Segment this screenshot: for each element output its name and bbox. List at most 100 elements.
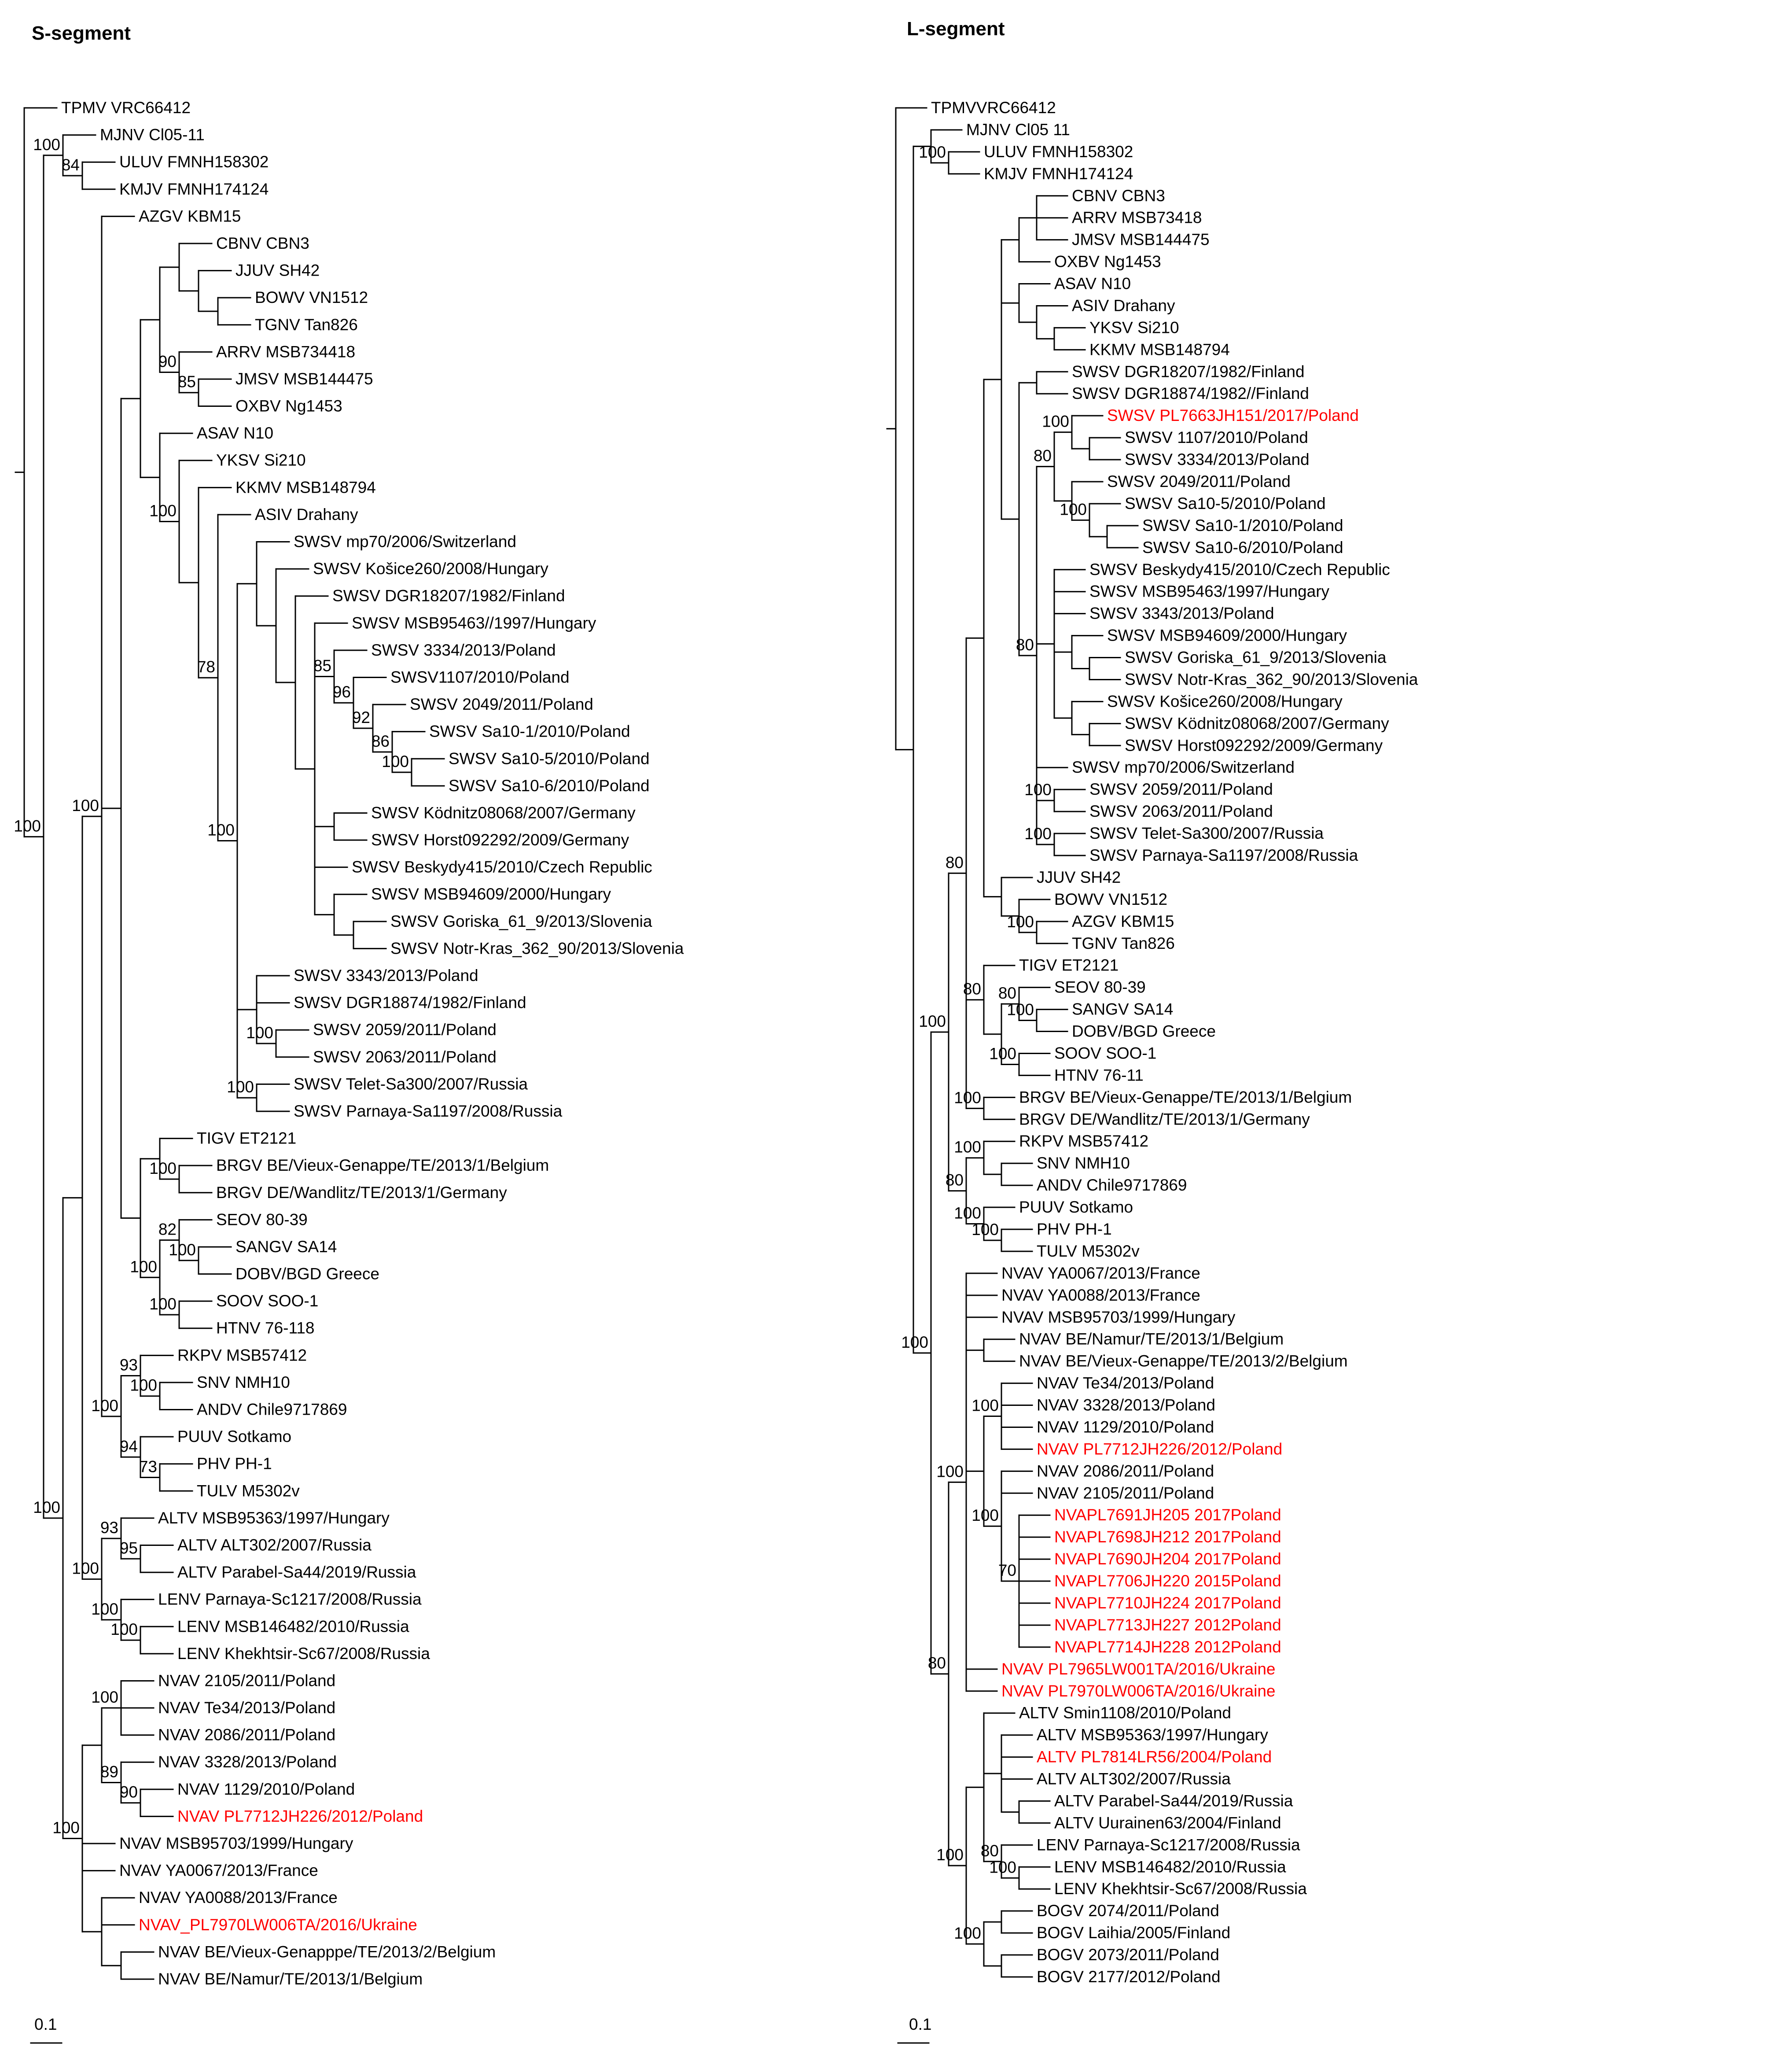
bootstrap-value: 80	[946, 853, 964, 871]
bootstrap-value: 80	[1034, 447, 1052, 465]
taxon-label: NVAV 1129/2010/Poland	[1037, 1418, 1214, 1436]
taxon-label: NVAV YA0088/2013/France	[139, 1888, 338, 1906]
taxon-label: BOGV 2177/2012/Poland	[1037, 1968, 1221, 1986]
bootstrap-value: 80	[946, 1171, 964, 1189]
taxon-label: ULUV FMNH158302	[984, 143, 1133, 161]
bootstrap-value: 90	[120, 1783, 138, 1801]
taxon-label: SWSV Goriska_61_9/2013/Slovenia	[1125, 649, 1387, 667]
bootstrap-value: 70	[998, 1561, 1016, 1579]
taxon-label: SWSV mp70/2006/Switzerland	[1072, 758, 1295, 776]
taxon-label: NVAV PL7970LW006TA/2016/Ukraine	[1001, 1682, 1276, 1700]
taxon-label: ALTV Smin1108/2010/Poland	[1019, 1704, 1231, 1722]
taxon-label: SWSV Parnaya-Sa1197/2008/Russia	[1089, 846, 1358, 864]
taxon-label: NVAV BE/Namur/TE/2013/1/Belgium	[1019, 1330, 1284, 1348]
taxon-label: CBNV CBN3	[1072, 187, 1165, 205]
bootstrap-value: 78	[197, 658, 215, 676]
taxon-label: ANDV Chile9717869	[197, 1401, 347, 1419]
taxon-label: SWSV DGR18874/1982//Finland	[1072, 384, 1309, 402]
taxon-label: PHV PH-1	[197, 1455, 272, 1473]
taxon-label: ANDV Chile9717869	[1037, 1176, 1187, 1194]
bootstrap-value: 100	[971, 1221, 999, 1239]
taxon-label: TPMVVRC66412	[931, 99, 1056, 117]
taxon-label: NVAV 2105/2011/Poland	[1037, 1484, 1214, 1502]
taxon-label: NVAV PL7712JH226/2012/Poland	[1037, 1440, 1282, 1458]
taxon-label: TULV M5302v	[1037, 1242, 1140, 1260]
taxon-label: SWSV Sa10-5/2010/Poland	[1125, 494, 1326, 513]
taxon-label: SWSV Notr-Kras_362_90/2013/Slovenia	[390, 939, 684, 957]
bootstrap-value: 100	[110, 1620, 138, 1638]
bootstrap-value: 80	[928, 1654, 946, 1672]
bootstrap-value: 100	[936, 1462, 964, 1480]
taxon-label: SWSV MSB95463//1997/Hungary	[352, 614, 596, 632]
taxon-label: NVAPL7691JH205 2017Poland	[1054, 1506, 1281, 1524]
taxon-label: ALTV Parabel-Sa44/2019/Russia	[177, 1563, 416, 1581]
taxon-label: NVAV 1129/2010/Poland	[177, 1780, 355, 1798]
bootstrap-value: 100	[382, 752, 409, 771]
bootstrap-value: 100	[91, 1397, 118, 1415]
bootstrap-value: 85	[178, 373, 196, 391]
taxon-label: SWSV Telet-Sa300/2007/Russia	[1089, 824, 1324, 842]
bootstrap-value: 100	[130, 1257, 157, 1276]
bootstrap-value: 100	[1007, 1001, 1034, 1019]
taxon-label: BRGV DE/Wandlitz/TE/2013/1/Germany	[216, 1184, 507, 1202]
bootstrap-value: 100	[227, 1078, 254, 1096]
taxon-label: KKMV MSB148794	[235, 478, 376, 496]
taxon-label: ASIV Drahany	[1072, 296, 1175, 314]
taxon-label: TIGV ET2121	[197, 1129, 296, 1147]
taxon-label: TULV M5302v	[197, 1482, 300, 1500]
taxon-label: ASAV N10	[197, 424, 273, 442]
taxon-label: SEOV 80-39	[1054, 978, 1146, 996]
taxon-label: SANGV SA14	[1072, 1000, 1173, 1018]
taxon-label: SWSV Košice260/2008/Hungary	[313, 560, 548, 578]
taxon-label: BOGV Laihia/2005/Finland	[1037, 1924, 1230, 1942]
taxon-label: RKPV MSB57412	[1019, 1132, 1148, 1150]
taxon-label: MJNV Cl05-11	[100, 126, 205, 144]
taxon-label: LENV MSB146482/2010/Russia	[1054, 1858, 1286, 1876]
taxon-label: NVAPL7690JH204 2017Poland	[1054, 1550, 1281, 1568]
taxon-label: SWSV 1107/2010/Poland	[1125, 428, 1308, 446]
bootstrap-value: 73	[139, 1458, 157, 1476]
taxon-label: OXBV Ng1453	[1054, 253, 1161, 271]
bootstrap-value: 100	[954, 1924, 981, 1942]
taxon-label: NVAV MSB95703/1999/Hungary	[1001, 1308, 1236, 1326]
taxon-label: LENV MSB146482/2010/Russia	[177, 1617, 409, 1635]
taxon-label: BRGV BE/Vieux-Genappe/TE/2013/1/Belgium	[1019, 1088, 1352, 1106]
bootstrap-value: 100	[130, 1376, 157, 1394]
taxon-label: LENV Parnaya-Sc1217/2008/Russia	[158, 1590, 422, 1608]
s-segment-title: S-segment	[32, 22, 131, 44]
bootstrap-value: 100	[33, 1498, 60, 1516]
taxon-label: NVAV YA0067/2013/France	[1001, 1264, 1200, 1282]
taxon-label: ALTV MSB95363/1997/Hungary	[158, 1509, 390, 1527]
taxon-label: NVAV YA0088/2013/France	[1001, 1286, 1200, 1304]
taxon-label: SWSV Goriska_61_9/2013/Slovenia	[390, 912, 652, 930]
taxon-label: SWSV 2063/2011/Poland	[1089, 802, 1273, 820]
taxon-label: SWSV PL7663JH151/2017/Poland	[1107, 406, 1359, 424]
taxon-label: SWSV Ködnitz08068/2007/Germany	[1125, 714, 1389, 732]
taxon-label: SWSV 2063/2011/Poland	[313, 1048, 497, 1066]
bootstrap-value: 100	[1024, 781, 1052, 799]
taxon-label: AZGV KBM15	[1072, 912, 1174, 930]
taxon-label: SWSV 2059/2011/Poland	[313, 1021, 497, 1039]
taxon-label: JJUV SH42	[235, 262, 320, 280]
taxon-label: BOGV 2074/2011/Poland	[1037, 1902, 1219, 1920]
taxon-label: SWSV Beskydy415/2010/Czech Republic	[1089, 561, 1390, 579]
l-segment-title: L-segment	[907, 18, 1005, 40]
bootstrap-value: 80	[981, 1842, 999, 1860]
taxon-label: SWSV MSB94609/2000/Hungary	[1107, 627, 1347, 645]
taxon-label: LENV Parnaya-Sc1217/2008/Russia	[1037, 1836, 1300, 1854]
taxon-label: SWSV mp70/2006/Switzerland	[294, 533, 516, 551]
taxon-label: BRGV BE/Vieux-Genappe/TE/2013/1/Belgium	[216, 1156, 549, 1174]
taxon-label: KKMV MSB148794	[1089, 340, 1230, 358]
taxon-label: HTNV 76-118	[216, 1319, 314, 1337]
taxon-label: SWSV DGR18207/1982/Finland	[1072, 362, 1305, 380]
bootstrap-value: 100	[919, 143, 946, 161]
taxon-label: JMSV MSB144475	[235, 370, 373, 388]
bootstrap-value: 100	[14, 817, 41, 835]
taxon-label: TIGV ET2121	[1019, 956, 1119, 974]
bootstrap-value: 100	[246, 1024, 273, 1042]
taxon-label: NVAV YA0067/2013/France	[119, 1862, 318, 1880]
bootstrap-value: 100	[936, 1846, 964, 1864]
